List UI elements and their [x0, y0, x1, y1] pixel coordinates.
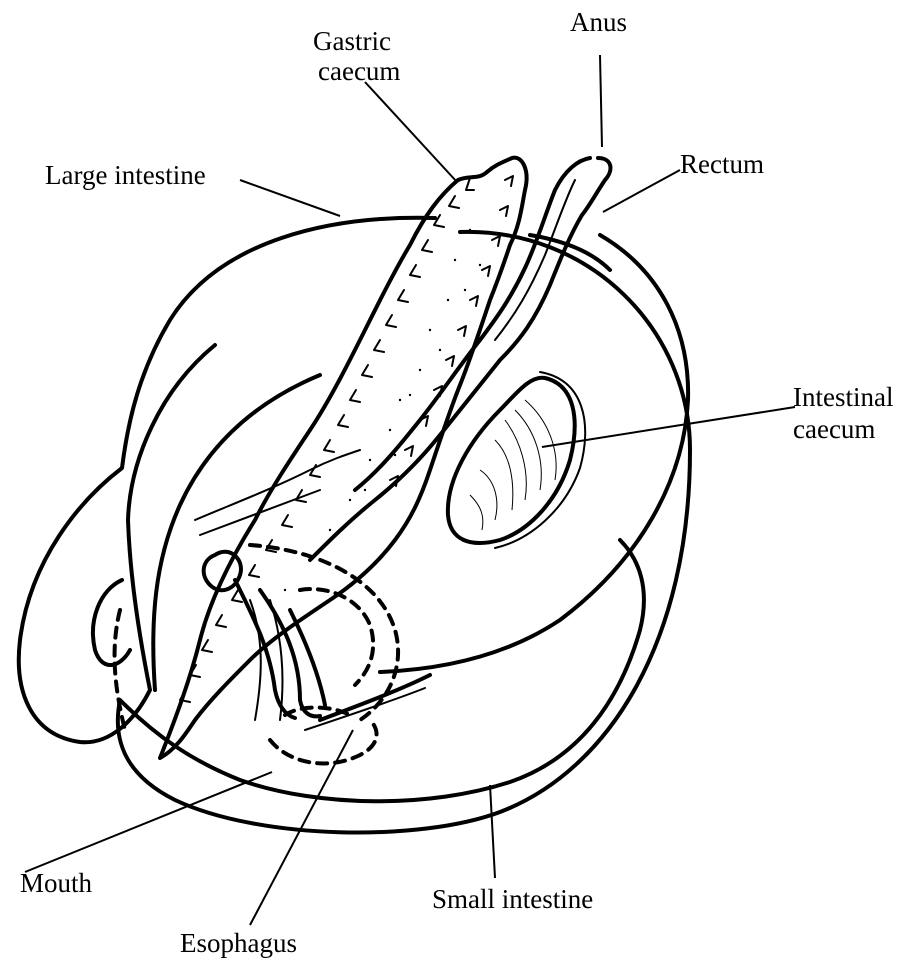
- leader-anus: [600, 55, 602, 147]
- gastric-caecum-shape: [160, 158, 527, 758]
- label-large-intestine: Large intestine: [45, 160, 206, 190]
- label-gastric-caecum-1: Gastric: [313, 26, 391, 56]
- membrane-lower: [200, 490, 320, 535]
- leader-large-intestine: [240, 180, 340, 216]
- gastric-caecum-serrations: [180, 176, 513, 702]
- foregut-tube-4: [320, 675, 430, 720]
- dashed-lower-outline: [270, 720, 377, 763]
- leader-mouth: [25, 772, 272, 872]
- small-intestine-shape: [118, 232, 690, 833]
- large-intestine-shape: [19, 218, 435, 742]
- leader-gastric-caecum: [365, 82, 457, 182]
- leader-small-intestine: [490, 785, 495, 878]
- large-intestine-inner-edge: [153, 375, 320, 690]
- label-esophagus: Esophagus: [180, 928, 297, 958]
- leader-intestinal-caecum: [542, 407, 795, 447]
- label-gastric-caecum-2: caecum: [318, 56, 400, 86]
- rectum-shape: [310, 158, 610, 560]
- label-rectum: Rectum: [680, 149, 764, 179]
- left-loop: [93, 580, 130, 665]
- label-small-intestine: Small intestine: [432, 884, 593, 914]
- label-anus: Anus: [570, 7, 627, 37]
- label-mouth: Mouth: [20, 868, 93, 898]
- label-intestinal-caecum-2: caecum: [793, 414, 875, 444]
- leader-rectum: [603, 170, 680, 212]
- membrane-upper: [195, 450, 360, 520]
- label-intestinal-caecum-1: Intestinal: [793, 382, 893, 412]
- dashed-esophagus-outline: [300, 589, 373, 685]
